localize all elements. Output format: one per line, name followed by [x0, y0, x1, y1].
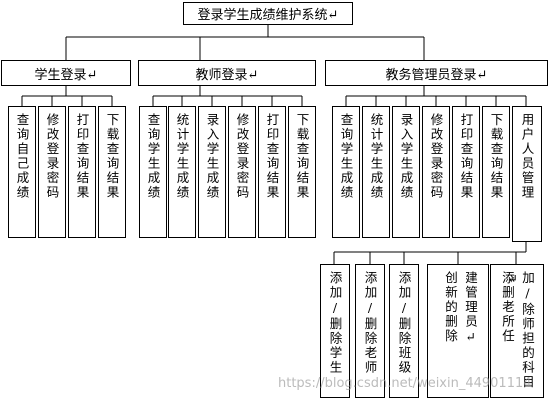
- user-management-node: 用户人员管理: [512, 106, 542, 242]
- teacher-function-node: 打印查询结果: [258, 106, 286, 238]
- admin-login-label: 教务管理员登录↵: [385, 67, 488, 83]
- teacher-function-node: 修改登录密码: [228, 106, 256, 238]
- assign-teacher-subject-label-col1: 添删老所任: [500, 271, 515, 344]
- root-label: 登录学生成绩维护系统↵: [197, 8, 339, 23]
- admin-login-node: 教务管理员登录↵: [325, 60, 548, 86]
- student-function-label: 打印查询结果: [74, 113, 90, 200]
- admin-function-node: 打印查询结果: [452, 106, 480, 238]
- student-login-node: 学生登录↵: [1, 60, 131, 86]
- teacher-function-label: 统计学生成绩: [174, 113, 190, 200]
- root-node: 登录学生成绩维护系统↵: [183, 2, 353, 25]
- user-management-label: 用户人员管理: [519, 113, 535, 200]
- create-delete-admin-label-col1: 创新的删除: [443, 271, 458, 344]
- user-management-function-label: 添加/删除学生: [327, 271, 343, 375]
- student-function-node: 查询自己成绩: [8, 106, 36, 238]
- student-function-node: 修改登录密码: [38, 106, 66, 238]
- admin-function-label: 统计学生成绩: [368, 113, 384, 200]
- watermark-text: https://blog.csdn.net/weixin_44901114: [278, 376, 532, 391]
- teacher-function-node: 统计学生成绩: [168, 106, 196, 238]
- teacher-function-node: 录入学生成绩: [198, 106, 226, 238]
- teacher-login-node: 教师登录↵: [138, 60, 316, 86]
- student-function-label: 下载查询结果: [104, 113, 120, 200]
- create-delete-admin-label-col2: 建管理员↵: [463, 271, 478, 346]
- admin-function-node: 统计学生成绩: [362, 106, 390, 238]
- assign-teacher-subject-label-col2: 加/除师担的科目↵: [505, 271, 535, 390]
- admin-function-label: 打印查询结果: [458, 113, 474, 200]
- student-function-node: 下载查询结果: [98, 106, 126, 238]
- assign-teacher-subject-node: 添删老所任 加/除师担的科目↵: [490, 264, 544, 398]
- user-management-function-node: 添加/删除老师: [355, 264, 385, 398]
- admin-function-label: 下载查询结果: [488, 113, 504, 200]
- user-management-function-node: 添加/删除班级: [389, 264, 419, 398]
- user-management-function-node: 添加/删除学生: [320, 264, 350, 398]
- student-login-label: 学生登录↵: [34, 67, 98, 83]
- teacher-function-label: 修改登录密码: [234, 113, 250, 200]
- teacher-function-node: 下载查询结果: [288, 106, 316, 238]
- teacher-function-label: 查询学生成绩: [145, 113, 161, 200]
- admin-function-node: 下载查询结果: [482, 106, 510, 238]
- user-management-function-label: 添加/删除班级: [396, 271, 412, 375]
- admin-function-node: 录入学生成绩: [392, 106, 420, 238]
- admin-function-node: 修改登录密码: [422, 106, 450, 238]
- teacher-function-label: 录入学生成绩: [204, 113, 220, 200]
- admin-function-node: 查询学生成绩: [332, 106, 360, 238]
- student-function-node: 打印查询结果: [68, 106, 96, 238]
- teacher-function-label: 下载查询结果: [294, 113, 310, 200]
- create-delete-admin-node: 创新的删除 建管理员↵: [427, 264, 489, 398]
- user-management-function-label: 添加/删除老师: [362, 271, 378, 375]
- student-function-label: 查询自己成绩: [14, 113, 30, 200]
- admin-function-label: 修改登录密码: [428, 113, 444, 200]
- teacher-login-label: 教师登录↵: [195, 67, 259, 83]
- student-function-label: 修改登录密码: [44, 113, 60, 200]
- admin-function-label: 查询学生成绩: [338, 113, 354, 200]
- teacher-function-node: 查询学生成绩: [139, 106, 167, 238]
- admin-function-label: 录入学生成绩: [398, 113, 414, 200]
- teacher-function-label: 打印查询结果: [264, 113, 280, 200]
